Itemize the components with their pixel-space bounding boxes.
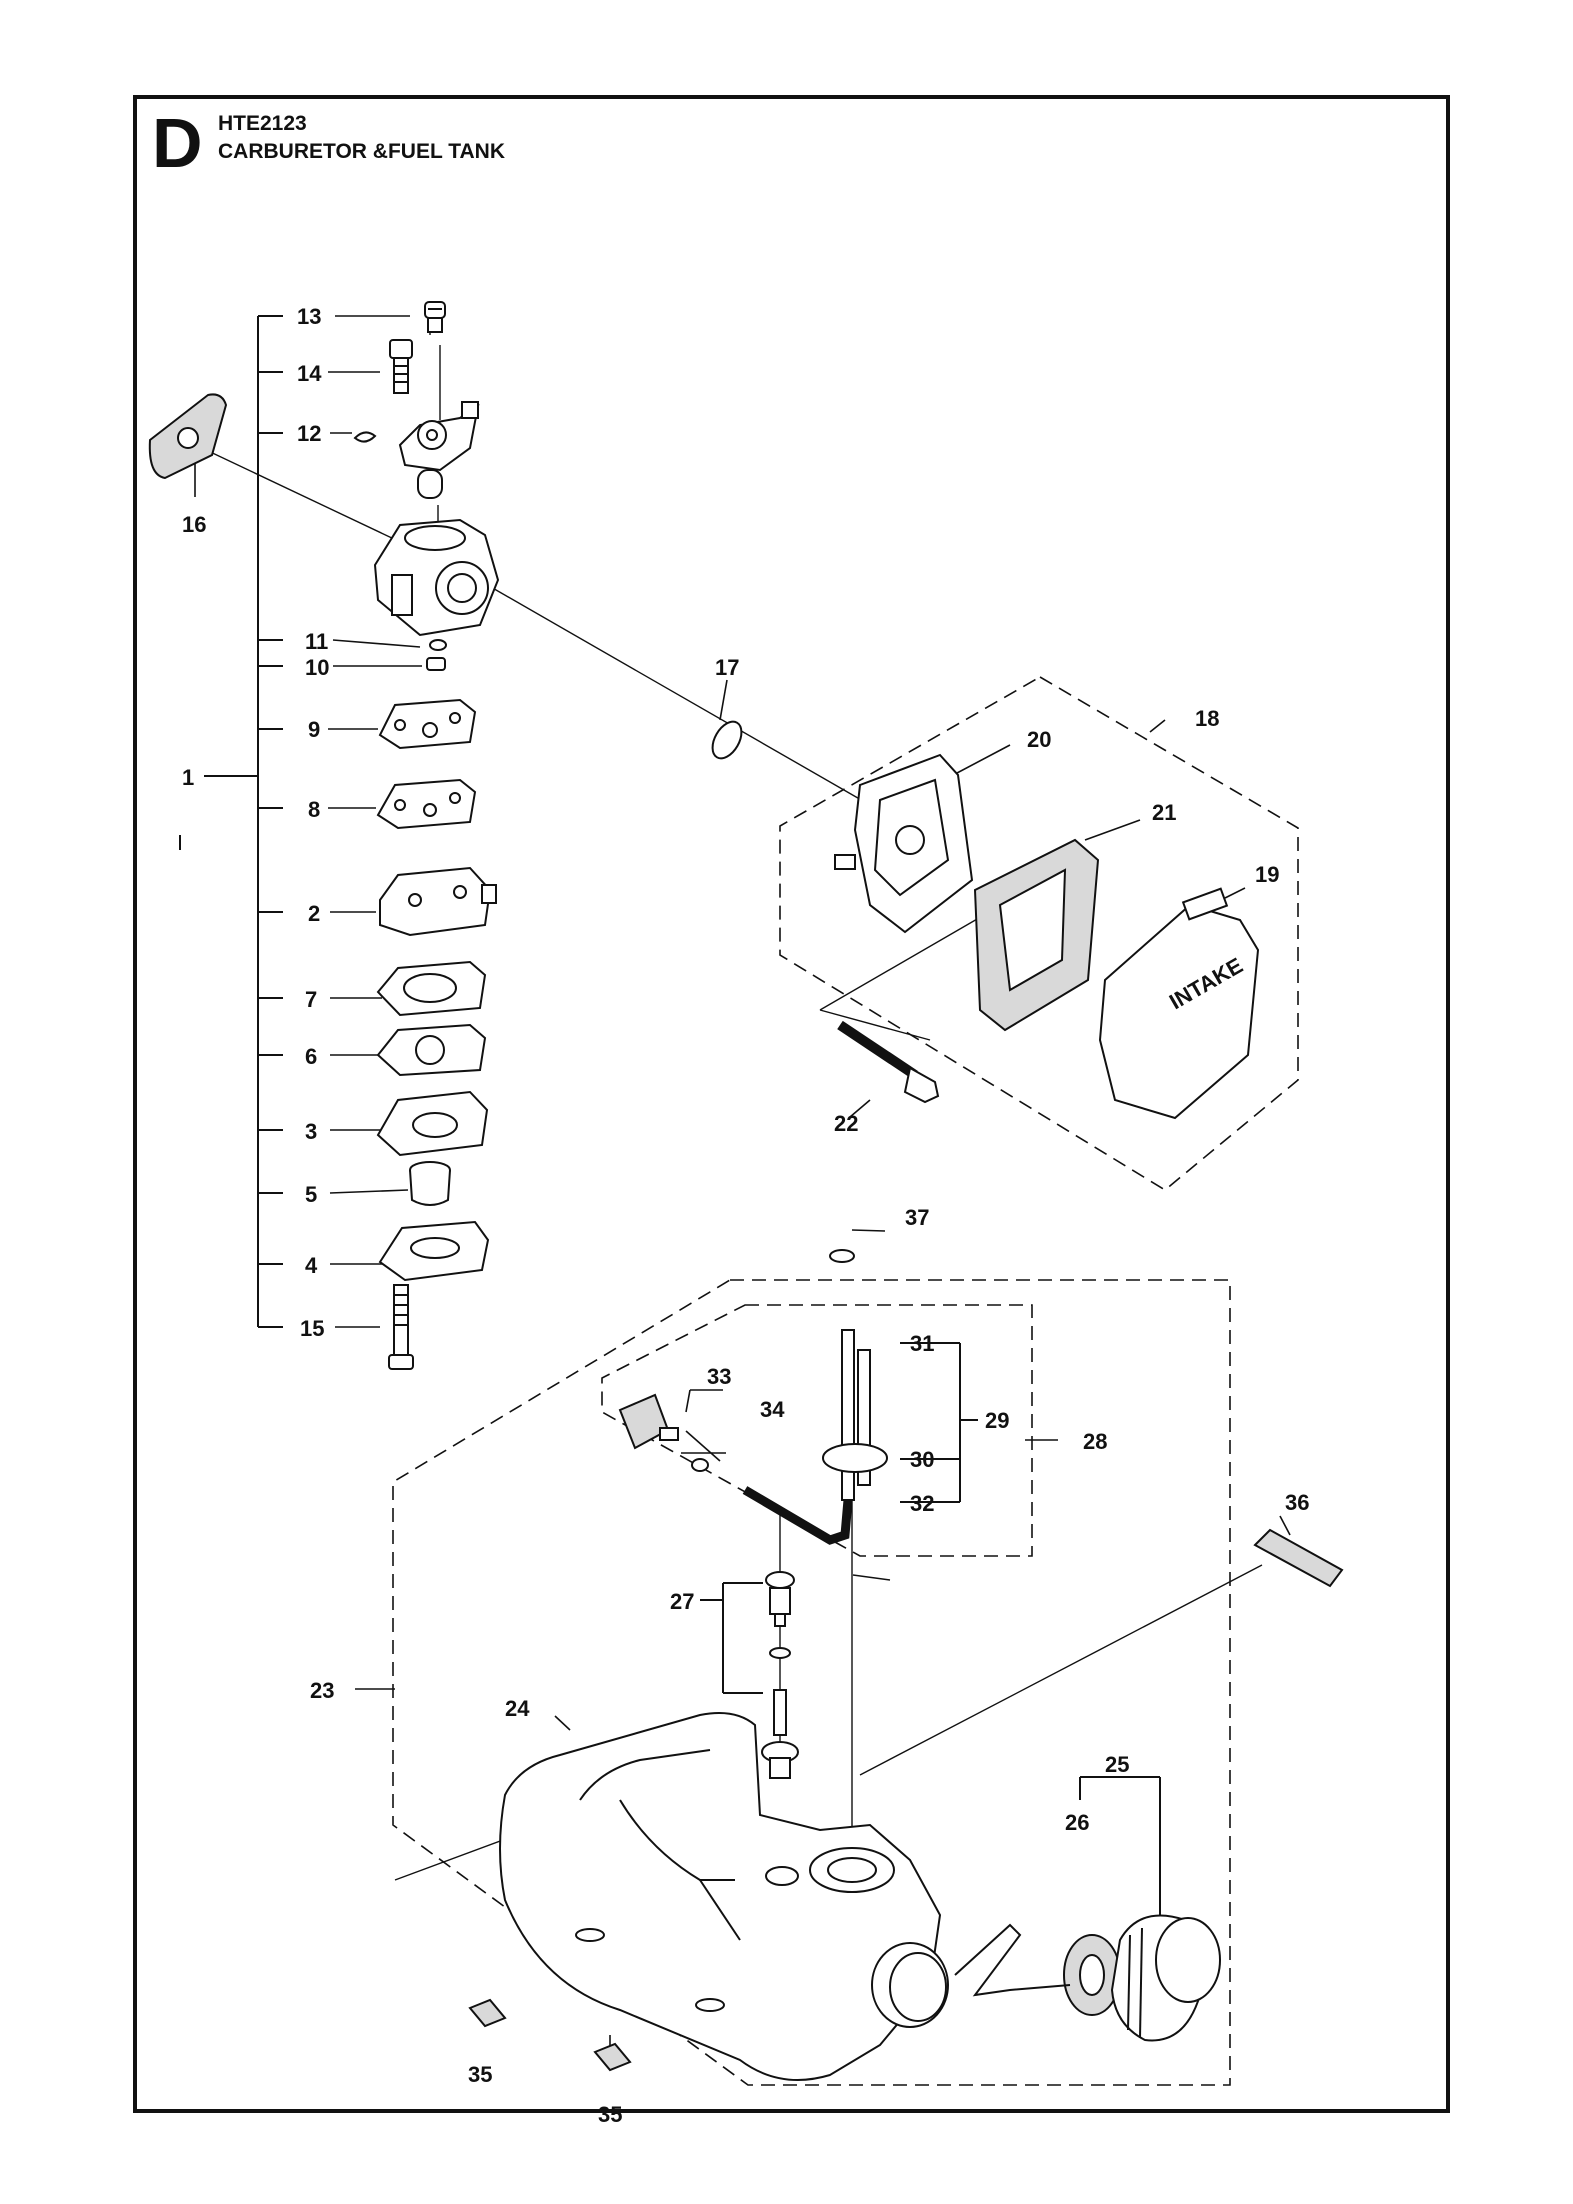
cap-retainer-strap [954,1923,1071,1997]
fuel-pickup-tube [742,1486,853,1545]
callout-8: 8 [308,797,320,822]
callout-15: 15 [300,1316,324,1341]
diagram-frame [133,95,1450,2113]
callout-16: 16 [182,512,206,537]
part-33-filter [618,1393,679,1450]
callout-11: 11 [305,629,328,654]
part-25-fuel-cap [1110,1914,1221,2042]
callout-37: 37 [905,1205,929,1230]
part-37-clip [829,1249,855,1263]
fuel-tank-group-outline [392,1279,1231,2086]
callout-13: 13 [297,304,321,329]
callout-24: 24 [505,1696,530,1721]
callout-labels: 13 14 12 16 11 10 9 1 8 2 7 6 3 5 4 15 1… [182,304,1309,2127]
part-17-oring [711,720,743,760]
part-22-bolt [837,1020,940,1104]
part-8-gasket [376,778,477,830]
assembly-centerlines [184,310,1263,1881]
callout-20: 20 [1027,727,1051,752]
callout-17: 17 [715,655,739,680]
kit-bracket-29 [900,1342,978,1503]
callout-28: 28 [1083,1429,1107,1454]
callout-29: 29 [985,1408,1009,1433]
part-24-fuel-tank [499,1712,949,2081]
callout-26: 26 [1065,1810,1089,1835]
callout-2: 2 [308,901,320,926]
part-20-air-filter-base [834,753,974,934]
part-12-clip [353,431,377,443]
callout-30: 30 [910,1447,934,1472]
part-21-filter-element [973,838,1100,1032]
part-36-filter [1253,1528,1344,1588]
callout-1: 1 [182,765,194,790]
part-9-plate [378,698,477,750]
part-6-diaphragm [376,1023,487,1077]
kit-bracket-1 [179,315,283,1328]
part-10-screen [426,657,446,671]
part-15-screw [388,1284,414,1370]
callout-23: 23 [310,1678,334,1703]
callout-27: 27 [670,1589,694,1614]
part-13-screw [424,301,446,333]
part-34-clip [691,1458,709,1472]
part-5-primer-bulb [409,1161,451,1206]
carburetor-body [373,518,500,637]
callout-19: 19 [1255,862,1279,887]
callout-22: 22 [834,1111,858,1136]
callout-6: 6 [305,1044,317,1069]
air-filter-group-outline [779,676,1299,1191]
callout-18: 18 [1195,706,1219,731]
callout-14: 14 [297,361,322,386]
callout-4: 4 [305,1253,318,1278]
callout-34: 34 [760,1397,785,1422]
part-11-oring [429,639,447,651]
section-letter: D [152,104,203,182]
part-7-gasket [376,960,487,1017]
callout-36: 36 [1285,1490,1309,1515]
fuel-pickup-group-outline [601,1304,1033,1557]
part-35-pad-b [593,2042,632,2072]
callout-5: 5 [305,1182,317,1207]
part-3-cover [376,1090,489,1157]
part-4-primer-plate [378,1220,490,1282]
callout-35-a: 35 [468,2062,492,2087]
callout-35-b: 35 [598,2102,622,2127]
model-number: HTE2123 [218,112,307,135]
callout-33: 33 [707,1364,731,1389]
callout-32: 32 [910,1491,934,1516]
part-27-valve [761,1571,799,1779]
part-16-gasket [148,393,228,480]
kit-bracket-27 [700,1582,763,1694]
diagram-title: CARBURETOR &FUEL TANK [218,140,505,163]
callout-21: 21 [1152,800,1176,825]
part-2-pump-cover [379,866,497,937]
callout-9: 9 [308,717,320,742]
part-26-cap-gasket [1063,1934,1121,2016]
callout-25: 25 [1105,1752,1129,1777]
callout-12: 12 [297,421,321,446]
callout-3: 3 [305,1119,317,1144]
part-31-32-fuel-lines [822,1329,888,1501]
callout-31: 31 [910,1331,934,1356]
part-35-pad-a [468,1998,507,2028]
callout-10: 10 [305,655,329,680]
throttle-lever-assembly [398,401,480,499]
part-14-screw [389,339,413,394]
callout-7: 7 [305,987,317,1012]
part-19-filter-cover: INTAKE [1098,887,1260,1120]
